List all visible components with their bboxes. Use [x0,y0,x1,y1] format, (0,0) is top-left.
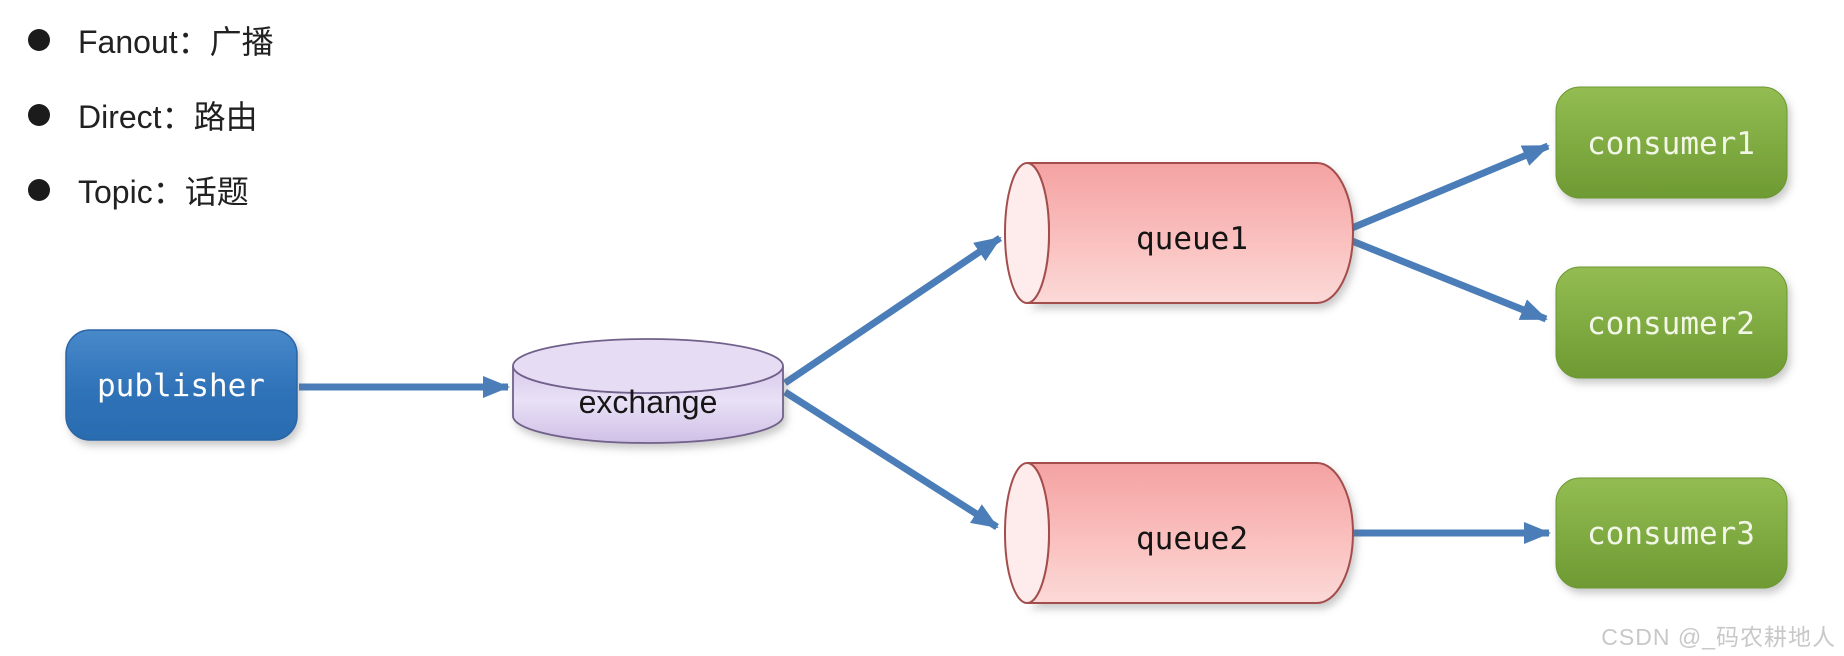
node-consumer1: consumer1 [1555,86,1788,199]
list-item-direct: Direct：路由 [28,95,274,135]
publisher-label: publisher [97,368,265,404]
node-publisher: publisher [65,329,298,441]
list-item-label: Fanout：广播 [78,24,274,60]
node-consumer2: consumer2 [1555,266,1788,379]
consumer3-label: consumer3 [1587,516,1755,552]
consumer2-label: consumer2 [1587,306,1755,342]
consumer2-box [1555,266,1788,379]
publisher-box [65,329,298,441]
arrow-exchange-to-queue2 [783,389,999,530]
bullet-icon [28,29,50,51]
consumer1-label: consumer1 [1587,126,1755,162]
exchange-cylinder-top [512,338,784,394]
exchange-label: exchange [579,384,718,420]
bullet-icon [28,179,50,201]
list-item-label: Topic：话题 [78,174,249,210]
consumer1-box [1555,86,1788,199]
arrow-queue1-to-consumer1 [1350,142,1550,232]
bullet-icon [28,104,50,126]
queue2-cylinder-cap [1004,462,1050,604]
list-item-label: Direct：路由 [78,99,258,135]
consumer3-box [1555,477,1788,589]
list-item-topic: Topic：话题 [28,170,274,210]
watermark: CSDN @_码农耕地人 [1601,624,1836,650]
queue1-cylinder-cap [1004,162,1050,304]
node-queue1: queue1 [1004,162,1354,304]
exchange-types-list: Fanout：广播 Direct：路由 Topic：话题 [28,20,274,245]
node-exchange: exchange [512,338,784,444]
queue2-label: queue2 [1136,521,1248,557]
arrow-queue1-to-consumer2 [1350,237,1548,323]
arrow-exchange-to-queue1 [783,235,1002,386]
node-queue2: queue2 [1004,462,1354,604]
node-consumer3: consumer3 [1555,477,1788,589]
list-item-fanout: Fanout：广播 [28,20,274,60]
queue1-label: queue1 [1136,221,1248,257]
arrows [299,142,1551,544]
